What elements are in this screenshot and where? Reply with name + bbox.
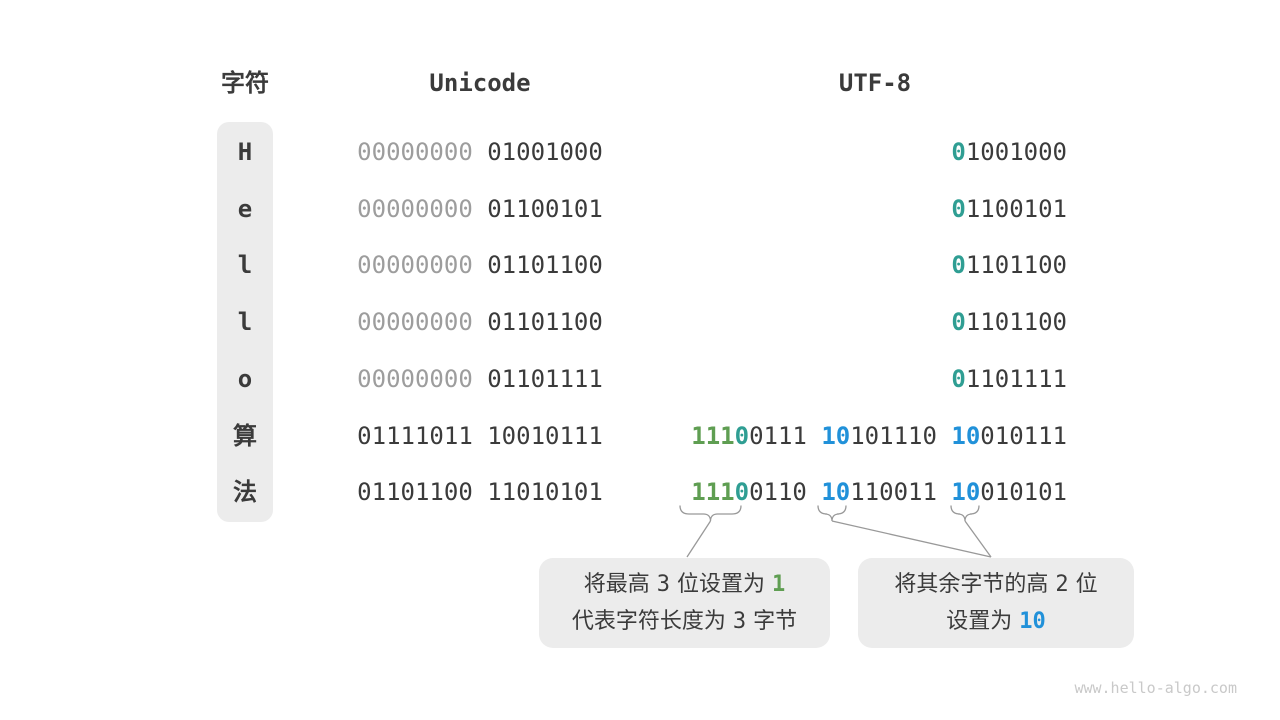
bit-segment: 1101100 <box>965 251 1067 280</box>
bit-segment: 01101100 <box>472 251 603 280</box>
callout-line: 设置为 10 <box>946 603 1046 640</box>
bit-segment: 0 <box>951 251 966 280</box>
unicode-cell: 01111011 10010111 <box>340 408 620 464</box>
bit-segment: 10 <box>821 421 851 450</box>
bit-segment: 10 <box>951 478 981 507</box>
char-cell: e <box>237 194 253 223</box>
unicode-cell: 00000000 01100101 <box>340 181 620 237</box>
bit-segment: 111 <box>691 421 735 450</box>
connector-line <box>964 520 992 558</box>
bit-segment: 00000000 <box>357 138 473 166</box>
bit-segment: 0111 <box>749 421 822 450</box>
bit-segment: 1100101 <box>965 194 1067 223</box>
unicode-cell: 00000000 01101100 <box>340 294 620 350</box>
callout-segment: 设置为 <box>946 609 1020 634</box>
bit-segment: 110011 <box>850 478 952 507</box>
bit-segment: 10 <box>951 421 981 450</box>
bit-segment: 01101100 11010101 <box>357 478 603 507</box>
connector-line <box>686 520 712 558</box>
bit-segment: 01111011 10010111 <box>357 421 603 450</box>
callout-segment: 位设置为 <box>670 572 772 597</box>
bit-segment: 00000000 <box>357 194 473 223</box>
callout-box-continuation-bits: 将其余字节的高 2 位设置为 10 <box>858 558 1134 648</box>
utf8-cell: 01001000 <box>580 124 1067 180</box>
callout-segment: 字节 <box>746 609 798 634</box>
bit-segment: 00000000 <box>357 251 473 280</box>
char-cell: 算 <box>233 421 257 450</box>
bit-segment: 0 <box>951 308 966 337</box>
char-cell: l <box>237 251 253 280</box>
bit-segment: 00000000 <box>357 308 473 337</box>
bit-segment: 01100101 <box>472 194 603 223</box>
utf8-cell: 01101100 <box>580 237 1067 293</box>
bit-segment: 0 <box>734 478 750 507</box>
unicode-cell: 01101100 11010101 <box>340 464 620 520</box>
callout-segment: 2 <box>1055 572 1069 597</box>
bit-segment: 0 <box>734 421 750 450</box>
bit-segment: 010111 <box>980 421 1067 450</box>
bit-segment: 0 <box>951 364 966 393</box>
bit-segment: 1001000 <box>965 138 1067 166</box>
char-cell: o <box>237 364 253 393</box>
char-column-background <box>217 122 273 522</box>
unicode-cell: 00000000 01101100 <box>340 237 620 293</box>
bit-segment: 10 <box>821 478 851 507</box>
callout-segment: 1 <box>772 572 786 597</box>
callout-line: 将其余字节的高 2 位 <box>894 566 1097 603</box>
char-cell: 法 <box>233 478 257 507</box>
callout-segment: 将最高 <box>583 572 657 597</box>
bit-segment: 010101 <box>980 478 1067 507</box>
bit-segment: 111 <box>691 478 735 507</box>
connector-line <box>831 520 992 558</box>
bit-segment: 0 <box>951 194 966 223</box>
bit-segment: 00000000 <box>357 364 473 393</box>
utf8-cell: 01101100 <box>580 294 1067 350</box>
watermark: www.hello-algo.com <box>1074 679 1237 697</box>
bit-segment: 0110 <box>749 478 822 507</box>
callout-segment: 将其余字节的高 <box>894 572 1056 597</box>
column-header-utf8: UTF-8 <box>838 69 912 97</box>
callout-line: 将最高 3 位设置为 1 <box>584 566 786 603</box>
callout-segment: 3 <box>656 572 670 597</box>
utf8-cell: 01101111 <box>580 351 1067 407</box>
char-cell: l <box>237 308 253 337</box>
column-header-unicode: Unicode <box>429 69 531 97</box>
unicode-cell: 00000000 01101111 <box>340 351 620 407</box>
callout-segment: 位 <box>1068 572 1098 597</box>
utf8-cell: 01100101 <box>580 181 1067 237</box>
utf8-cell: 11100111 10101110 10010111 <box>580 408 1067 464</box>
callout-line: 代表字符长度为 3 字节 <box>572 603 797 640</box>
bit-segment: 01101111 <box>472 364 603 393</box>
char-cell: H <box>237 138 253 166</box>
bit-segment: 1101111 <box>965 364 1067 393</box>
callout-segment: 3 <box>732 609 747 634</box>
bit-segment: 101110 <box>850 421 952 450</box>
bit-segment: 1101100 <box>965 308 1067 337</box>
bit-segment: 01001000 <box>472 138 603 166</box>
unicode-cell: 00000000 01001000 <box>340 124 620 180</box>
callout-segment: 10 <box>1019 609 1046 634</box>
column-header-char: 字符 <box>221 69 269 97</box>
bit-segment: 0 <box>951 138 966 166</box>
bit-segment: 01101100 <box>472 308 603 337</box>
callout-segment: 代表字符长度为 <box>571 609 733 634</box>
utf8-cell: 11100110 10110011 10010101 <box>580 464 1067 520</box>
